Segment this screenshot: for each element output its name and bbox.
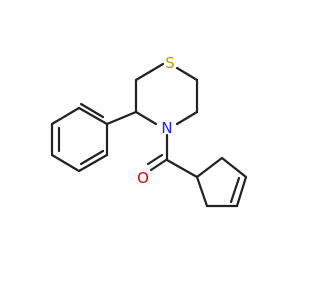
bond-cp-2-3: [220, 156, 248, 179]
bond-ph-5-6: [77, 153, 109, 173]
bonds: [50, 62, 248, 208]
bond-ph-5-6-inner: [79, 149, 105, 166]
atom-labels: S N O: [137, 54, 175, 187]
molecule-structure-diagram: S N O: [50, 54, 248, 208]
bond-c3-n: [134, 110, 158, 126]
bond-c6-s: [175, 66, 199, 82]
bond-c3-phenyl: [105, 110, 138, 126]
bond-cp-5-1: [195, 175, 209, 208]
bond-carbonyl-cp: [165, 158, 199, 179]
atom-sulfur: S: [165, 54, 175, 72]
bond-n-c5: [175, 110, 199, 126]
bond-ph-1-2-inner: [79, 102, 105, 119]
bond-cp-1-2: [195, 156, 224, 179]
bond-carbonyl-o-b: [146, 153, 164, 166]
bond-carbonyl-o-a: [149, 158, 168, 172]
bond-ph-1-2: [77, 106, 109, 126]
bond-s-c2: [134, 62, 165, 82]
bond-cp-3-4-inner: [229, 176, 241, 204]
atom-oxygen: O: [137, 169, 149, 187]
atom-nitrogen: N: [161, 119, 172, 137]
bond-ph-2-3: [50, 106, 81, 126]
bond-ph-4-5: [50, 153, 81, 173]
bond-cp-3-4: [235, 175, 248, 208]
